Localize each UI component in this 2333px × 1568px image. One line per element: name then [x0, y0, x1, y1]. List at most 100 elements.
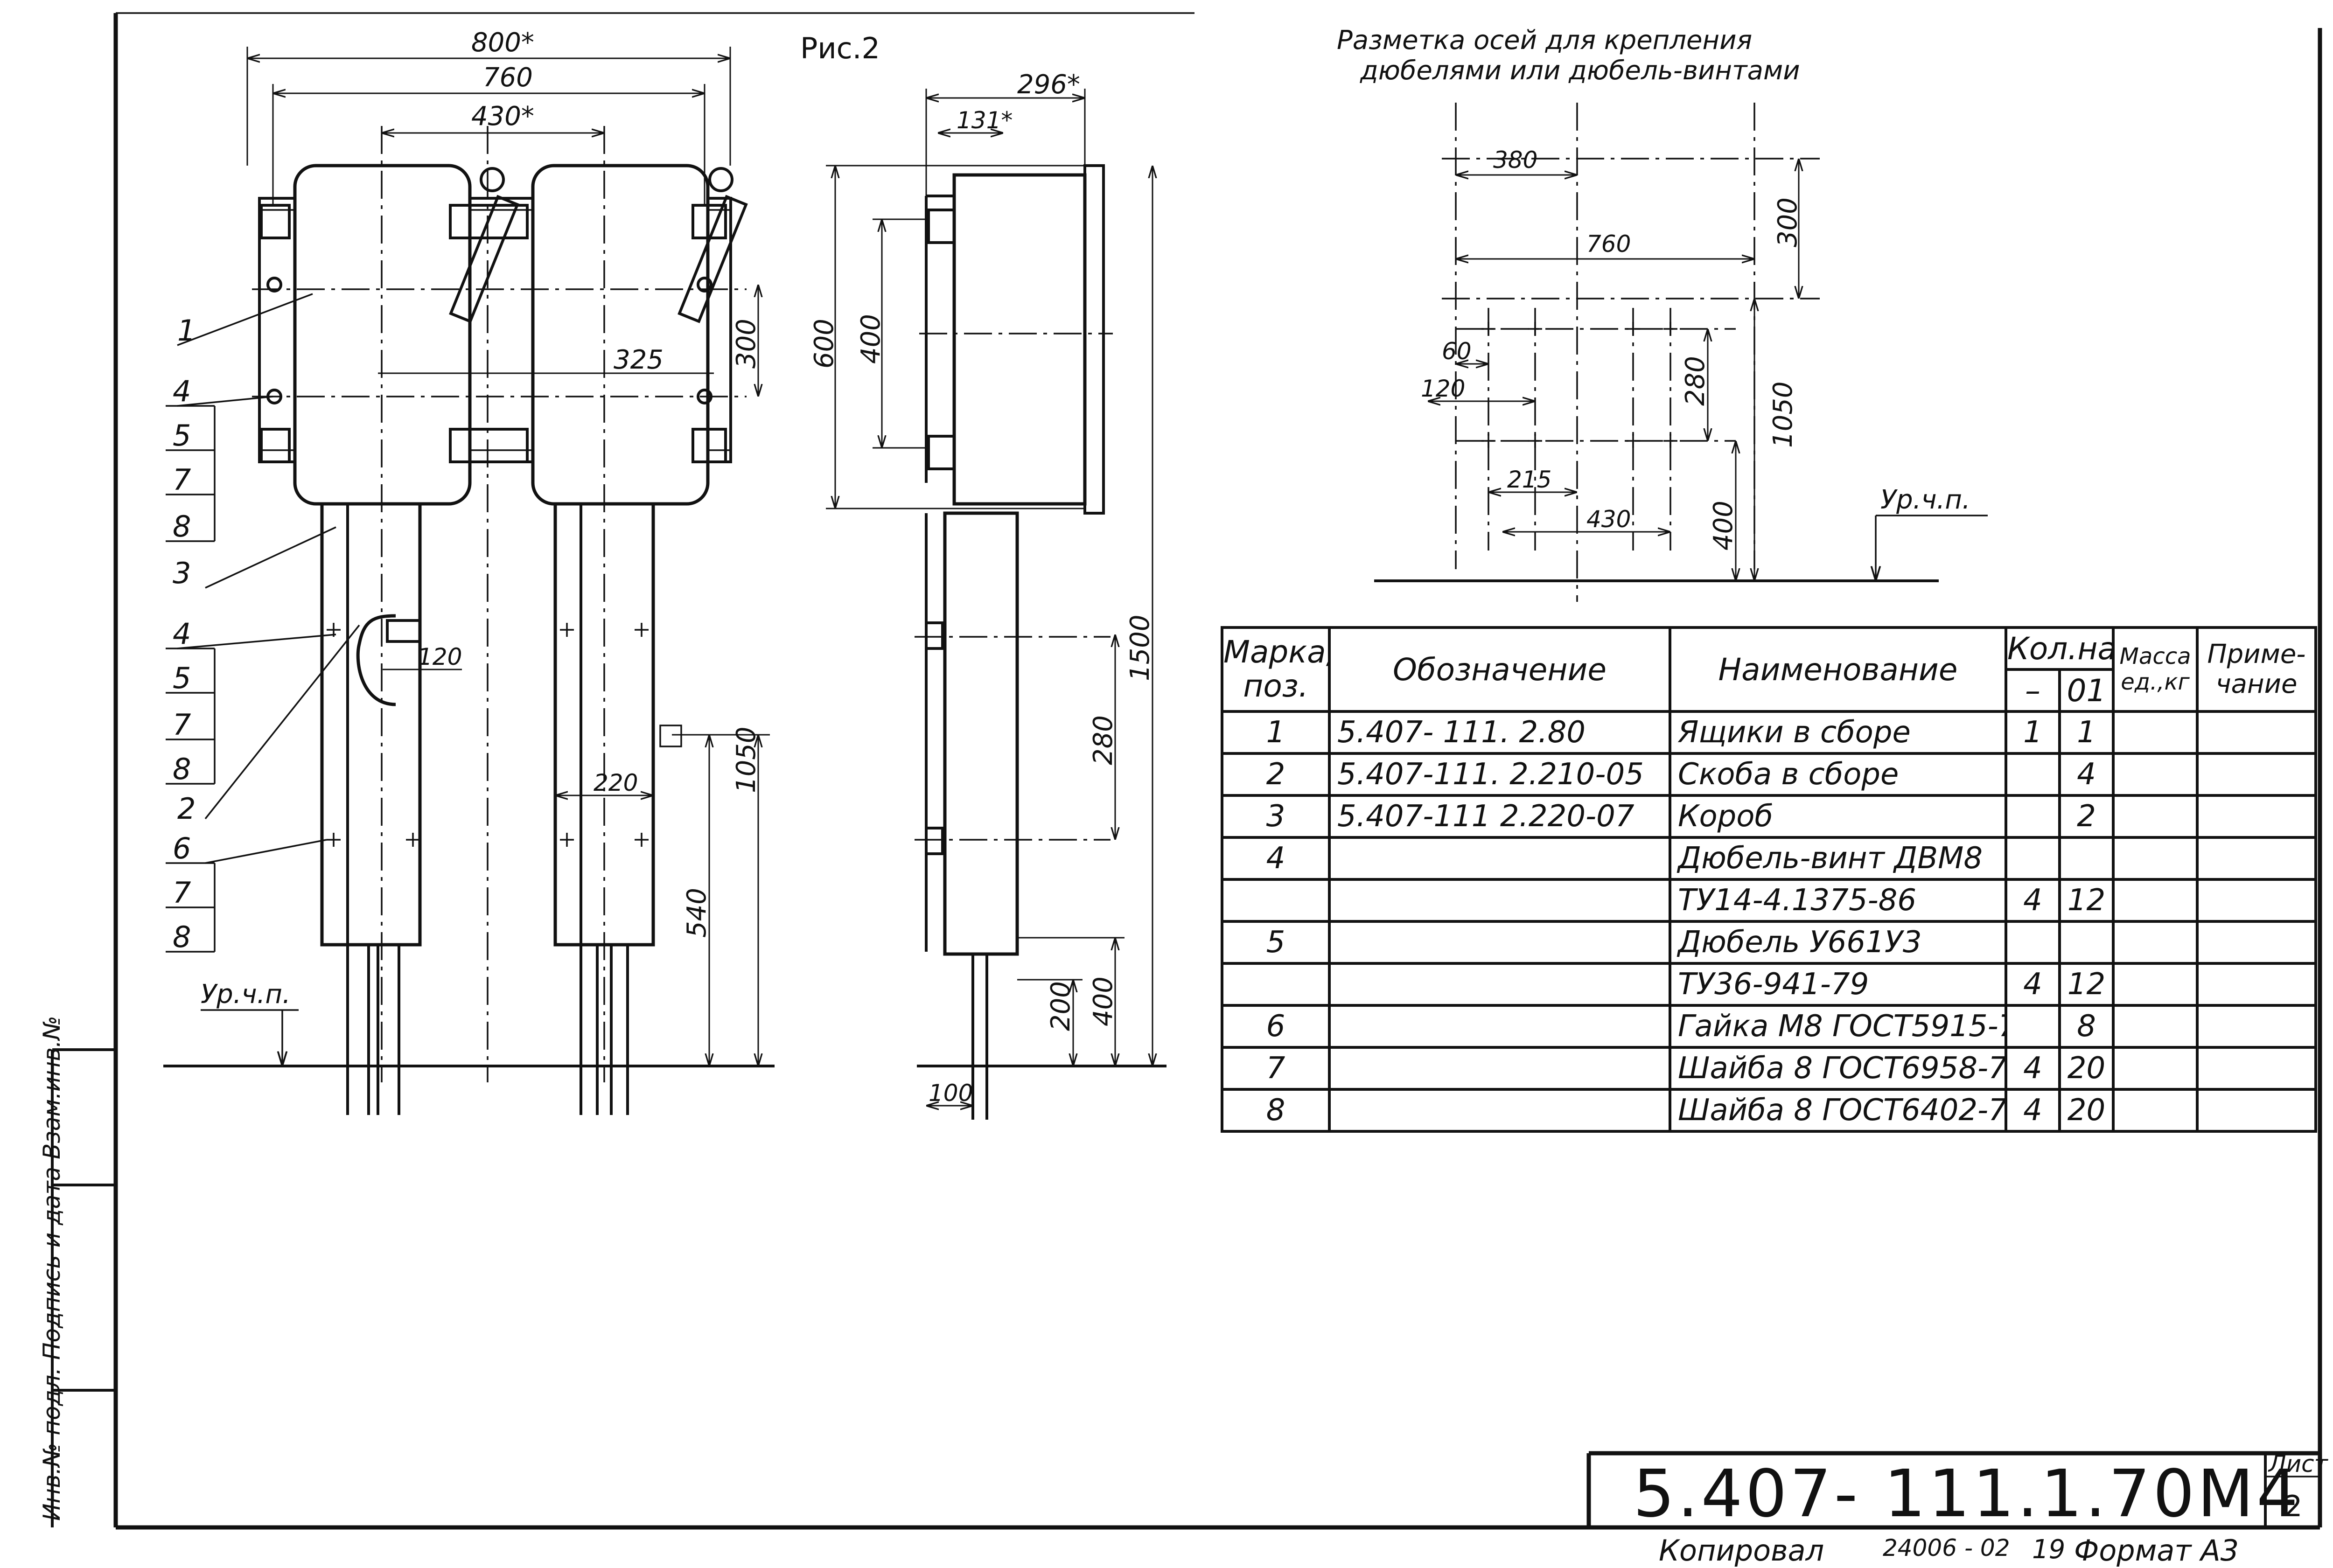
dim-200: 200 [1046, 981, 1076, 1031]
cell-pos: 5 [1221, 920, 1331, 965]
table-row: 5 Дюбель У661У3 [1221, 920, 2317, 965]
dim-100: 100 [929, 1080, 973, 1107]
dim-280: 280 [1088, 715, 1118, 765]
cell-note [2196, 836, 2317, 881]
cell-mass [2112, 1004, 2199, 1049]
cell-q1 [2005, 836, 2061, 881]
sheet-label: Лист [2268, 1450, 2329, 1477]
cell-q1: 4 [2005, 962, 2061, 1007]
cell-q2 [2058, 836, 2115, 881]
cell-q1: 4 [2005, 878, 2061, 923]
dim-600: 600 [809, 319, 839, 369]
dim-1500: 1500 [1125, 614, 1155, 681]
cell-q1 [2005, 1004, 2061, 1049]
cell-name: ТУ36-941-79 [1669, 962, 2007, 1007]
cell-name: Дюбель-винт ДВМ8 [1669, 836, 2007, 881]
header-note: Приме- чание [2196, 626, 2317, 713]
cell-name: Короб [1669, 794, 2007, 839]
cell-mass [2112, 710, 2199, 755]
plan-760: 760 [1586, 230, 1631, 258]
dim-400: 400 [856, 314, 886, 364]
dim-296: 296* [1017, 70, 1080, 100]
plan-title-line1: Разметка осей для крепления [1337, 25, 1752, 56]
title-block: 5.407- 111.1.70М4 Лист 2 [1586, 1450, 2329, 1532]
callout-7b: 7 [173, 708, 191, 742]
cell-note [2196, 920, 2317, 965]
layout-plan: Разметка осей для крепления дюбелями или… [1337, 25, 1988, 602]
cell-pos: 4 [1221, 836, 1331, 881]
table-row: 4 Дюбель-винт ДВМ8 [1221, 836, 2317, 881]
cell-q1 [2005, 794, 2061, 839]
header-qty: Кол.на [2005, 626, 2115, 671]
duct-left [320, 502, 422, 947]
cell-name: Скоба в сборе [1669, 752, 2007, 797]
callout-7c: 7 [173, 876, 191, 910]
callout-3: 3 [173, 556, 191, 590]
cell-note [2196, 1088, 2317, 1133]
header-mass: Масса ед.,кг [2112, 626, 2199, 713]
callout-5a: 5 [173, 418, 191, 453]
cell-q2: 2 [2058, 794, 2115, 839]
cell-pos: 2 [1221, 752, 1331, 797]
cell-mass [2112, 920, 2199, 965]
cell-q2: 12 [2058, 962, 2115, 1007]
callout-7a: 7 [173, 463, 191, 497]
callout-8b: 8 [173, 752, 191, 786]
plan-1050: 1050 [1768, 381, 1798, 448]
cell-q2: 12 [2058, 878, 2115, 923]
cell-q2: 20 [2058, 1046, 2115, 1091]
cell-q1: 4 [2005, 1046, 2061, 1091]
plan-floor-label: Ур.ч.п. [1880, 485, 1970, 515]
cell-q2 [2058, 920, 2115, 965]
dim-axes: 760 [483, 63, 533, 93]
callouts: 1 4 5 7 8 3 4 5 7 8 2 6 7 8 [166, 293, 360, 954]
cell-q1: 4 [2005, 1088, 2061, 1133]
dim-mid: 325 [614, 345, 664, 375]
callout-2: 2 [177, 792, 196, 826]
cell-name: Дюбель У661У3 [1669, 920, 2007, 965]
cell-note [2196, 878, 2317, 923]
box-right [531, 164, 710, 506]
cell-name: Гайка М8 ГОСТ5915-70 [1669, 1004, 2007, 1049]
cell-designation: 5.407-111. 2.210-05 [1328, 752, 1671, 797]
cell-note [2196, 1046, 2317, 1091]
cell-designation: 5.407- 111. 2.80 [1328, 710, 1671, 755]
cell-q1: 1 [2005, 710, 2061, 755]
cell-pos: 7 [1221, 1046, 1331, 1091]
front-view: Ур.ч.п. 800* 760 430* 300 325 220 120 10… [163, 28, 775, 1115]
cell-designation [1328, 962, 1671, 1007]
dim-center: 430* [471, 101, 534, 132]
cell-pos: 1 [1221, 710, 1331, 755]
cell-note [2196, 962, 2317, 1007]
cell-q2: 4 [2058, 752, 2115, 797]
dim-overall: 800* [471, 28, 534, 58]
plan-215: 215 [1507, 466, 1551, 493]
cell-mass [2112, 878, 2199, 923]
cell-name: ТУ14-4.1375-86 [1669, 878, 2007, 923]
dim-540: 540 [682, 888, 712, 938]
cell-q2: 8 [2058, 1004, 2115, 1049]
cell-mass [2112, 794, 2199, 839]
table-header-subrow: – 01 [1222, 668, 2316, 713]
callout-5b: 5 [173, 661, 191, 695]
footer-order: 24006 - 02 [1883, 1534, 2010, 1561]
dim-131: 131* [957, 107, 1013, 134]
cell-note [2196, 794, 2317, 839]
cell-q2: 1 [2058, 710, 2115, 755]
footer: Копировал 24006 - 02 19 Формат А3 [1659, 1533, 2239, 1568]
side-stamp-text: Инв.№ подл. Подпись и дата Взам.инв.№ [38, 1016, 65, 1521]
cell-designation [1328, 878, 1671, 923]
plan-400: 400 [1708, 501, 1739, 551]
cell-designation [1328, 836, 1671, 881]
cell-pos: 8 [1221, 1088, 1331, 1133]
cell-designation [1328, 1088, 1671, 1133]
sheet-number: 2 [2284, 1489, 2302, 1523]
dim-400b: 400 [1088, 976, 1118, 1026]
cell-q1 [2005, 752, 2061, 797]
